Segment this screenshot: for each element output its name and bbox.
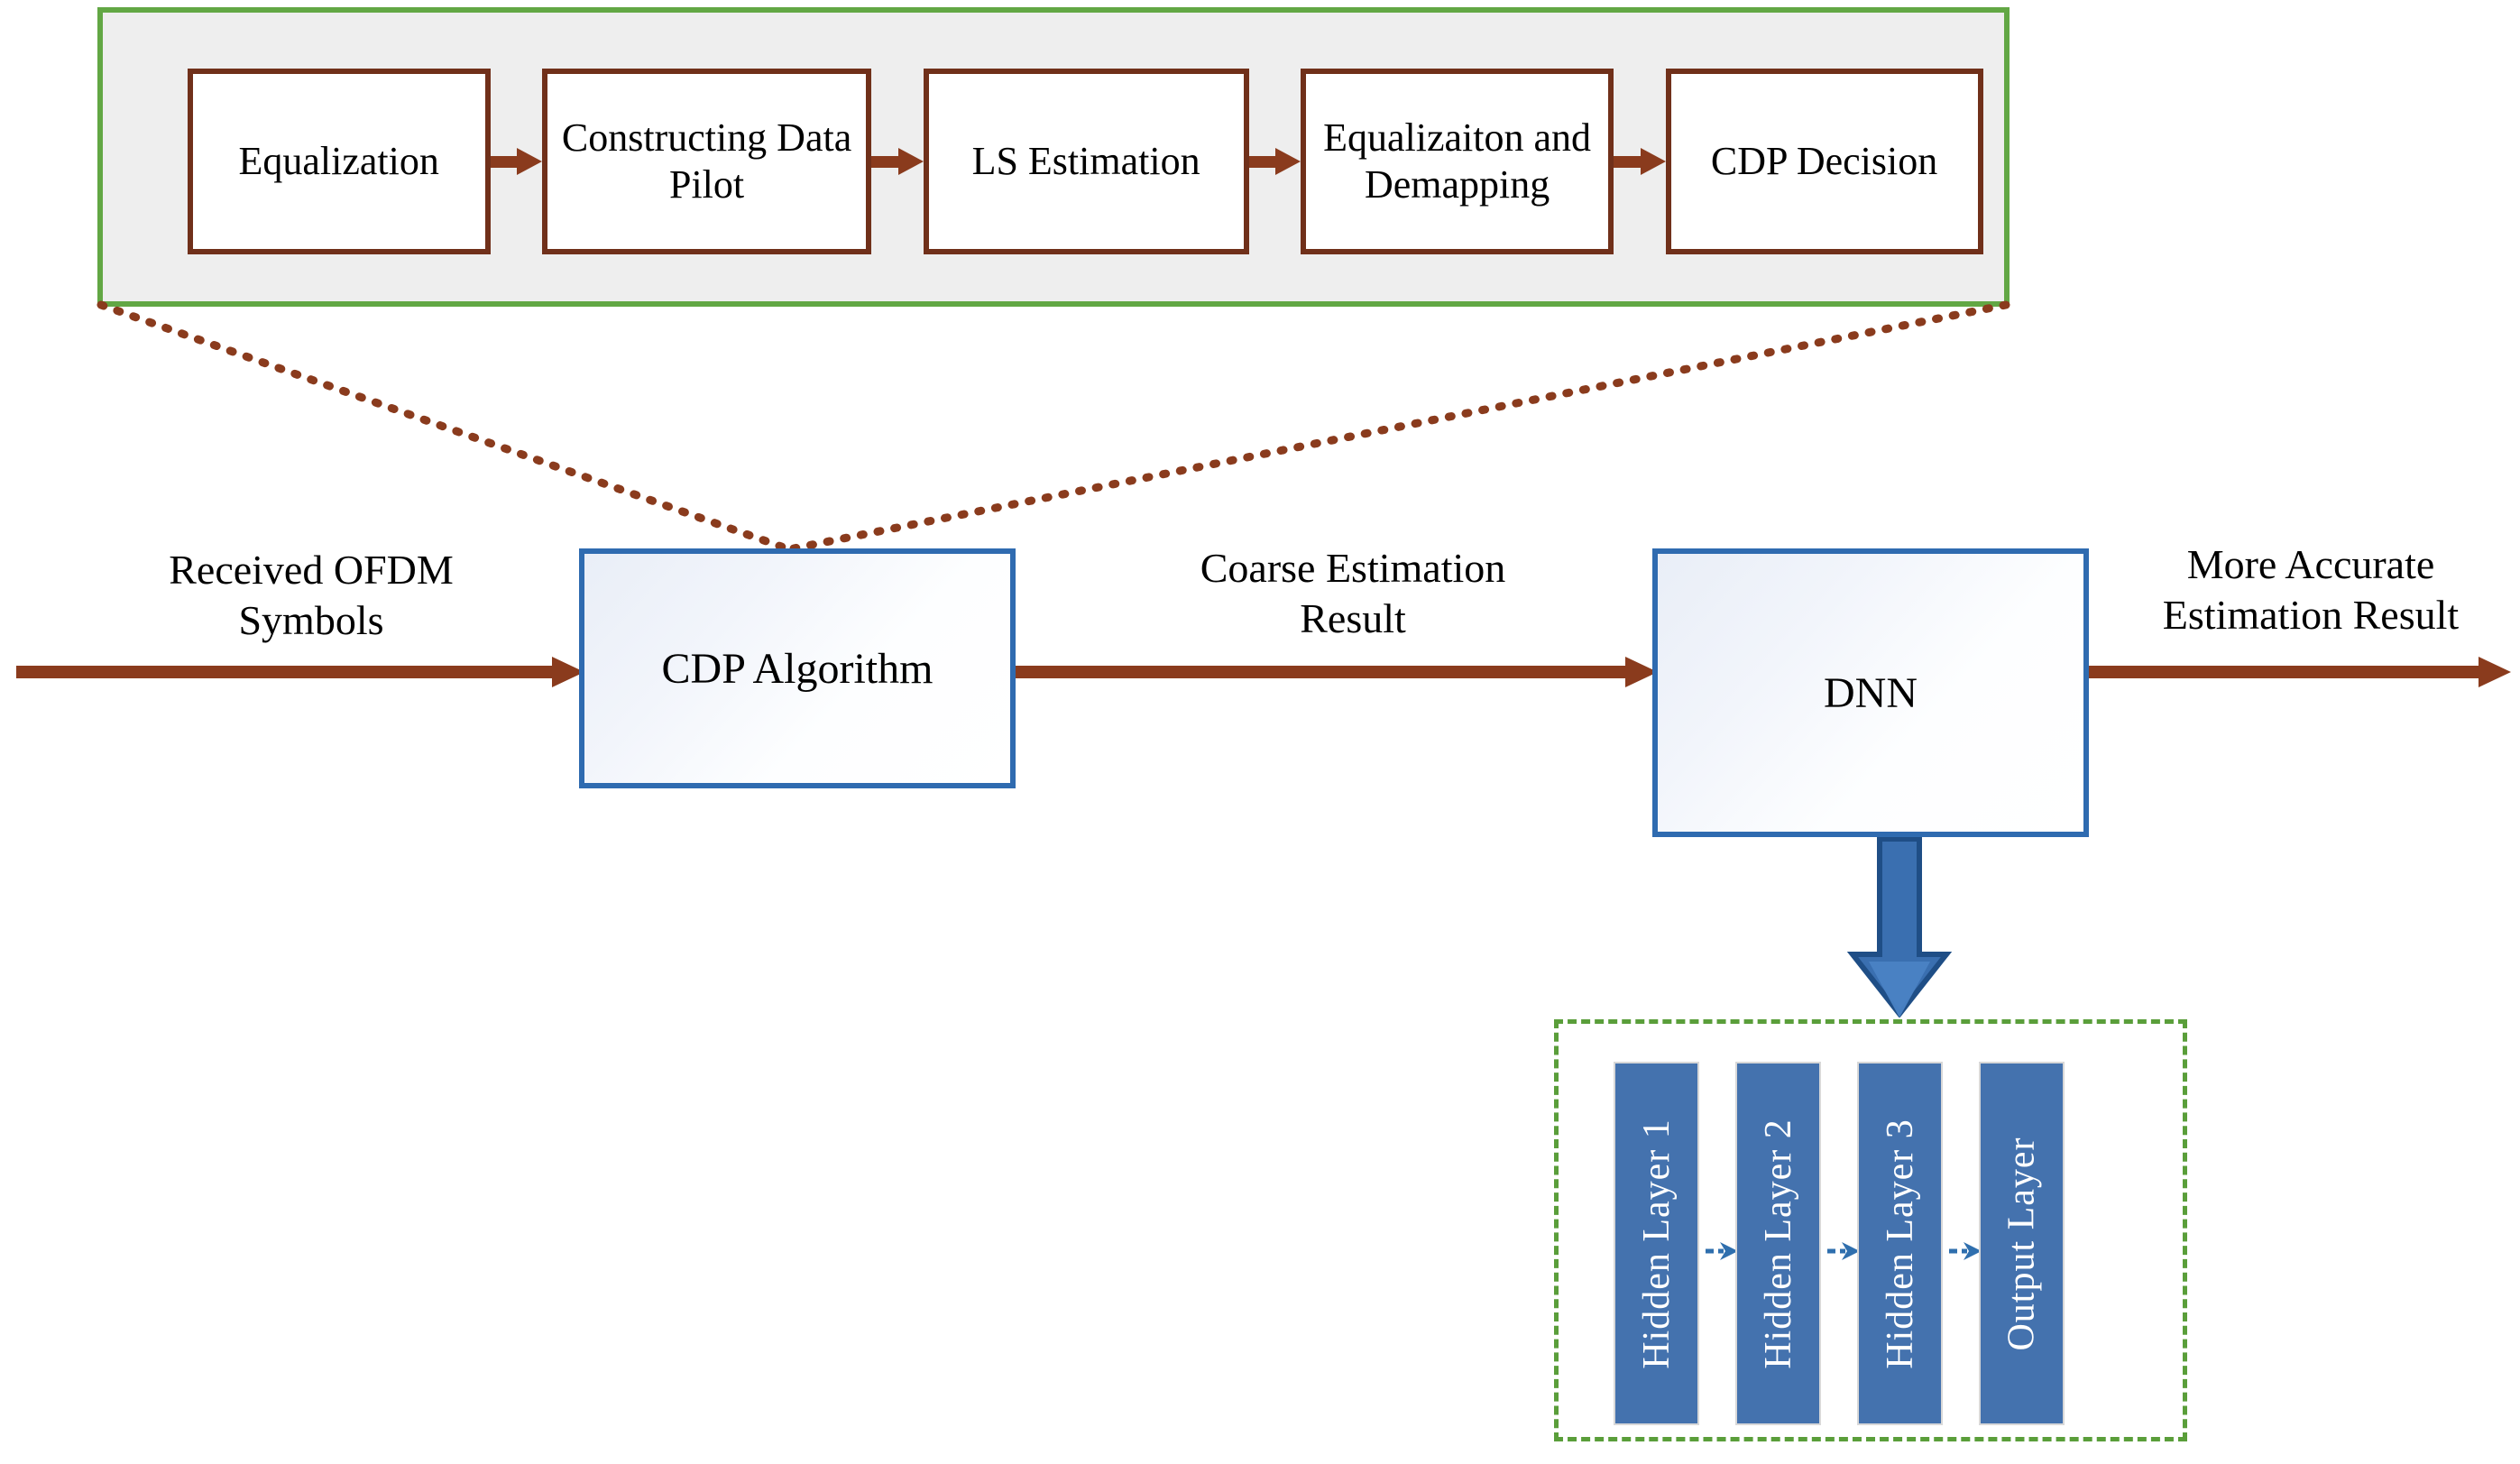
dashed-arrow-right-icon-1 <box>1706 1242 1738 1260</box>
stage-box-equalization-and-demapping[interactable]: Equalizaiton and Demapping <box>1301 69 1614 254</box>
cdp-algorithm-box[interactable]: CDP Algorithm <box>579 548 1016 788</box>
layer-bar-hidden-layer-3[interactable]: Hidden Layer 3 <box>1857 1062 1943 1425</box>
arrow-down-block-icon <box>1846 837 1953 1017</box>
stage-box-ls-estimation[interactable]: LS Estimation <box>923 69 1249 254</box>
dashed-arrow-right-icon-3 <box>1949 1242 1982 1260</box>
output-arrow <box>2089 657 2511 687</box>
layer-bar-hidden-layer-1[interactable]: Hidden Layer 1 <box>1614 1062 1699 1425</box>
layer-label-output-layer: Output Layer <box>2000 1136 2043 1351</box>
dnn-layers-panel: Hidden Layer 1 Hidden Layer 2 Hidden Lay… <box>1554 1019 2187 1441</box>
layer-label-hidden-layer-3: Hidden Layer 3 <box>1879 1118 1921 1369</box>
layer-bar-output-layer[interactable]: Output Layer <box>1979 1062 2065 1425</box>
cdp-algorithm-label: CDP Algorithm <box>661 644 934 693</box>
output-label: More Accurate Estimation Result <box>2162 541 2460 639</box>
layer-bar-hidden-layer-2[interactable]: Hidden Layer 2 <box>1735 1062 1821 1425</box>
stage-box-cdp-decision[interactable]: CDP Decision <box>1665 69 1983 254</box>
dnn-label: DNN <box>1824 668 1918 717</box>
coarse-estimation-result-label: Coarse Estimation Result <box>1200 545 1506 642</box>
dotted-callout-lines <box>97 300 2010 553</box>
layer-label-hidden-layer-1: Hidden Layer 1 <box>1635 1118 1678 1369</box>
dnn-box[interactable]: DNN <box>1652 548 2089 837</box>
stage-box-constructing-data-pilot[interactable]: Constructing Data Pilot <box>542 69 871 254</box>
dashed-arrow-right-icon-2 <box>1827 1242 1860 1260</box>
cdp-stages-panel: Equalization Constructing Data Pilot LS … <box>97 7 2010 307</box>
coarse-result-arrow <box>1016 657 1658 687</box>
stage-connector-arrow-2 <box>870 148 924 175</box>
input-label: Received OFDM Symbols <box>169 547 454 644</box>
layer-label-hidden-layer-2: Hidden Layer 2 <box>1757 1118 1799 1369</box>
stage-connector-arrow-4 <box>1613 148 1666 175</box>
stage-box-equalization[interactable]: Equalization <box>187 69 491 254</box>
input-arrow <box>16 657 584 687</box>
stage-connector-arrow-1 <box>490 148 543 175</box>
stage-connector-arrow-3 <box>1248 148 1301 175</box>
